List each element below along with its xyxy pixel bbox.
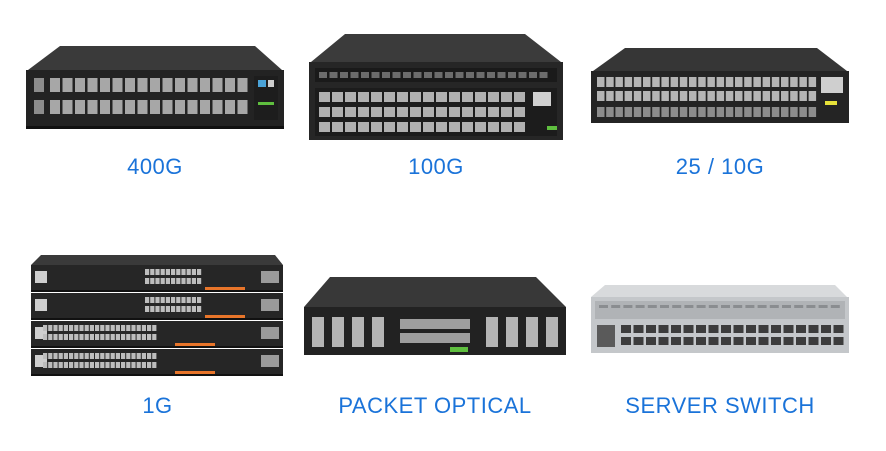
product-card-server-switch[interactable]: SERVER SWITCH xyxy=(585,285,855,420)
product-card-400g[interactable]: 400G xyxy=(20,40,290,190)
product-card-25-10g[interactable]: 25 / 10G xyxy=(585,45,855,190)
product-label-400g: 400G xyxy=(127,154,183,179)
product-card-packet-optical[interactable]: PACKET OPTICAL xyxy=(300,275,570,420)
product-label-100g: 100G xyxy=(408,154,464,179)
switch-400g-icon xyxy=(26,46,284,129)
packet-optical-icon xyxy=(304,277,566,355)
product-label-25-10g: 25 / 10G xyxy=(675,154,765,179)
product-card-100g[interactable]: 100G xyxy=(305,30,567,190)
switch-100g-icon xyxy=(309,34,563,140)
switch-1g-icon xyxy=(31,255,283,376)
switch-25-10g-icon xyxy=(591,48,849,123)
product-label-1g: 1G xyxy=(142,393,173,418)
product-card-1g[interactable]: 1G xyxy=(25,255,290,420)
server-switch-icon xyxy=(591,285,849,353)
product-label-server-switch: SERVER SWITCH xyxy=(625,393,815,418)
product-label-packet-optical: PACKET OPTICAL xyxy=(338,393,532,418)
